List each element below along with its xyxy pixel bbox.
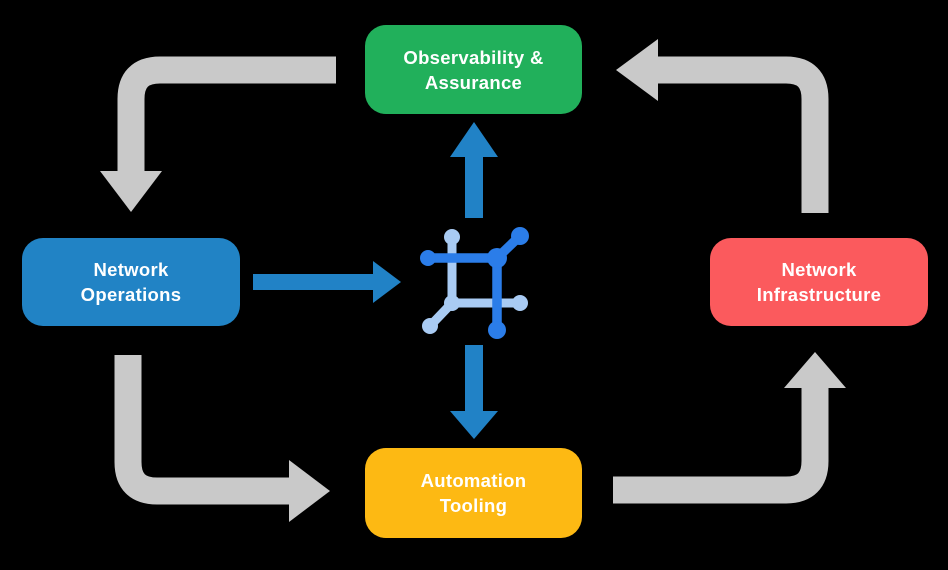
arrow-center-to-observability — [450, 122, 498, 218]
arrow-tooling-to-infrastructure — [613, 352, 846, 504]
arrowhead-down-icon — [450, 411, 498, 439]
node-network-infrastructure: Network Infrastructure — [710, 238, 928, 326]
node-label-line: Network — [781, 259, 857, 280]
node-label-line: Network — [93, 259, 169, 280]
network-mesh-icon — [420, 227, 529, 339]
arrow-observability-to-operations — [100, 56, 336, 212]
arrow-infrastructure-to-observability — [616, 39, 829, 213]
arrow-center-to-tooling — [450, 345, 498, 439]
node-label-line: Automation — [420, 470, 527, 491]
arrowhead-up-icon — [784, 352, 846, 388]
node-label-line: Infrastructure — [756, 284, 882, 305]
arrowhead-right-icon — [289, 460, 330, 522]
node-observability-assurance: Observability & Assurance — [365, 25, 582, 114]
node-network-operations: Network Operations — [22, 238, 240, 326]
arrow-operations-to-tooling — [114, 355, 330, 522]
node-label-line: Observability & — [403, 46, 544, 68]
network-mesh-dark-branches — [420, 227, 529, 339]
arrowhead-down-icon — [100, 171, 162, 212]
arrowhead-left-icon — [616, 39, 658, 101]
arrowhead-right-icon — [373, 261, 401, 303]
node-label-line: Tooling — [439, 495, 508, 516]
node-label-line: Assurance — [424, 71, 523, 93]
node-label-line: Operations — [80, 284, 182, 305]
arrowhead-up-icon — [450, 122, 498, 157]
node-automation-tooling: Automation Tooling — [365, 448, 582, 538]
arrow-operations-to-center — [253, 261, 401, 303]
